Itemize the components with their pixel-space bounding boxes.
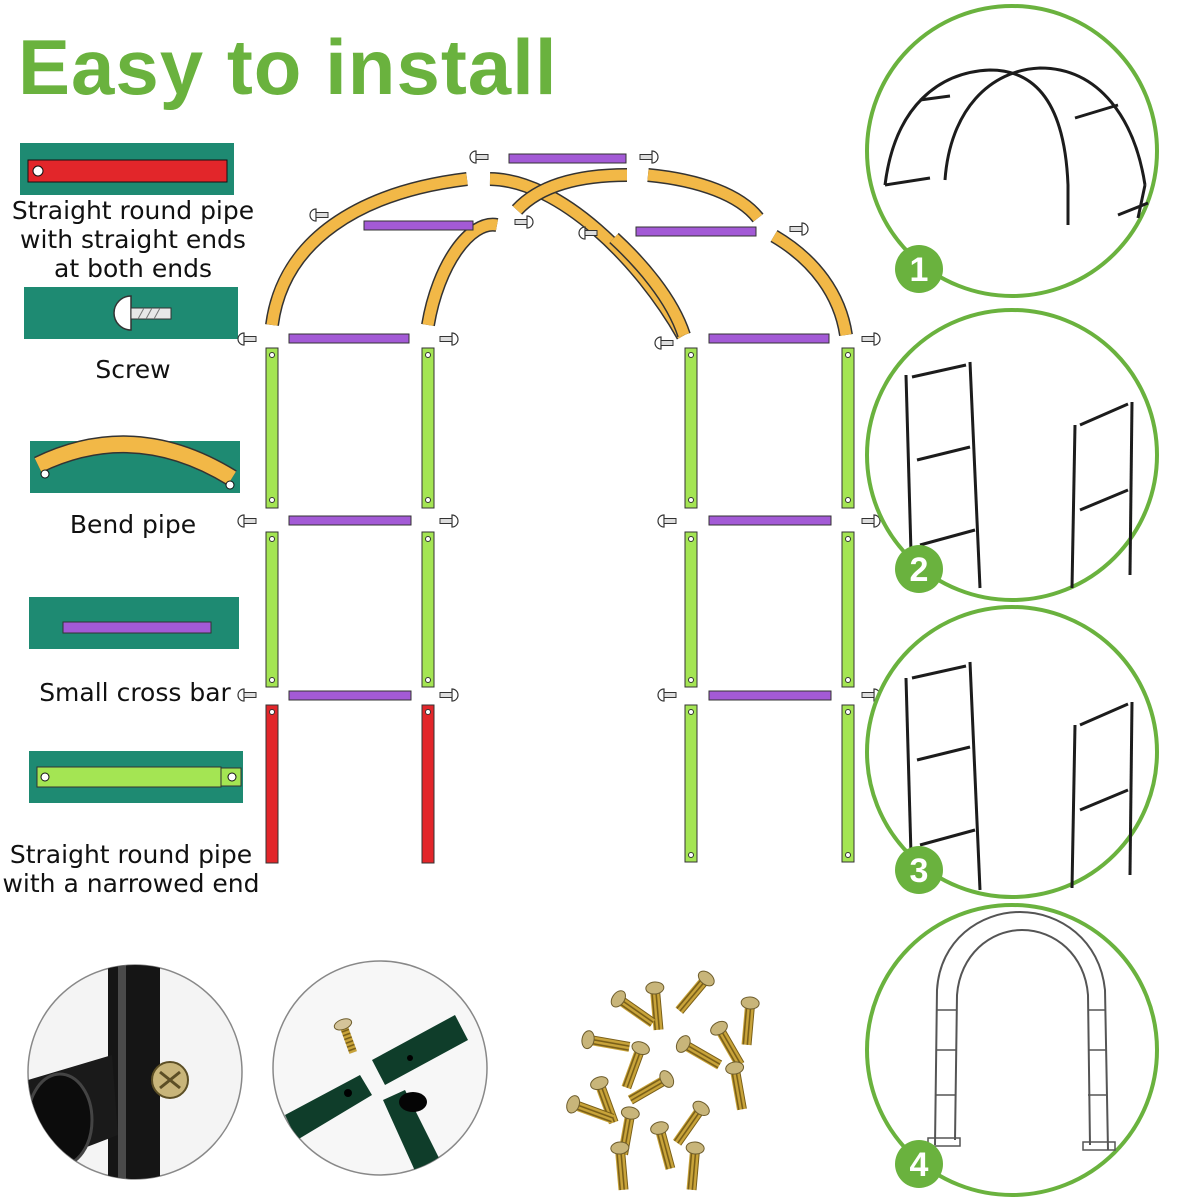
legend-label-screw: Screw (0, 355, 266, 384)
straight-pipe-icon (27, 159, 228, 183)
bend-pipe-right-outer (771, 231, 852, 336)
step-badge-1: 1 (895, 245, 943, 293)
step-badge-2: 2 (895, 545, 943, 593)
page-title: Easy to install (18, 23, 558, 111)
legend-label-line: with a narrowed end (2, 869, 260, 898)
pipe-connection-photo (272, 960, 488, 1176)
step-1-arch-top (865, 4, 1159, 298)
screw-icon (113, 295, 172, 331)
svg-text:1: 1 (910, 251, 929, 289)
step-badge-3: 3 (895, 846, 943, 894)
svg-text:3: 3 (910, 852, 929, 890)
legend-label-line: Small cross bar (39, 678, 231, 707)
legend-label-narrowed-pipe: Straight round pipe with a narrowed end (0, 840, 262, 898)
bend-pipe-left-outer (266, 173, 468, 326)
pipe-joint-screw-photo (27, 964, 243, 1180)
exploded-arch-assembly (237, 150, 881, 864)
legend-label-cross-bar: Small cross bar (0, 678, 270, 707)
bend-pipe-top-short (512, 169, 628, 214)
bend-pipe-right-mid (610, 233, 690, 337)
step-badge-4: 4 (895, 1140, 943, 1188)
legend-label-bend-pipe: Bend pipe (0, 510, 266, 539)
svg-text:2: 2 (910, 551, 929, 589)
step-4-finished-arch (865, 903, 1159, 1197)
legend-label-line: Straight round pipe (11, 196, 255, 225)
bend-pipe-right-top (647, 169, 763, 222)
legend-label-straight-pipe: Straight round pipe with straight ends a… (0, 196, 266, 283)
legend-label-line: with straight ends (20, 225, 246, 254)
bend-pipe-left-inner (422, 219, 498, 326)
screws-pile-photo (566, 970, 760, 1191)
legend-label-line: Bend pipe (69, 510, 197, 539)
legend-label-line: Screw (95, 355, 171, 384)
screw-set (237, 150, 881, 702)
svg-text:4: 4 (910, 1146, 929, 1184)
step-3-side-ladders (865, 605, 1159, 899)
legend-label-line: at both ends (54, 254, 212, 283)
bend-pipe-icon (34, 435, 237, 490)
narrowed-pipe-icon (36, 766, 242, 788)
legend-label-line: Straight round pipe (9, 840, 253, 869)
cross-bar-icon (62, 621, 212, 634)
step-2-side-ladders (865, 308, 1159, 602)
